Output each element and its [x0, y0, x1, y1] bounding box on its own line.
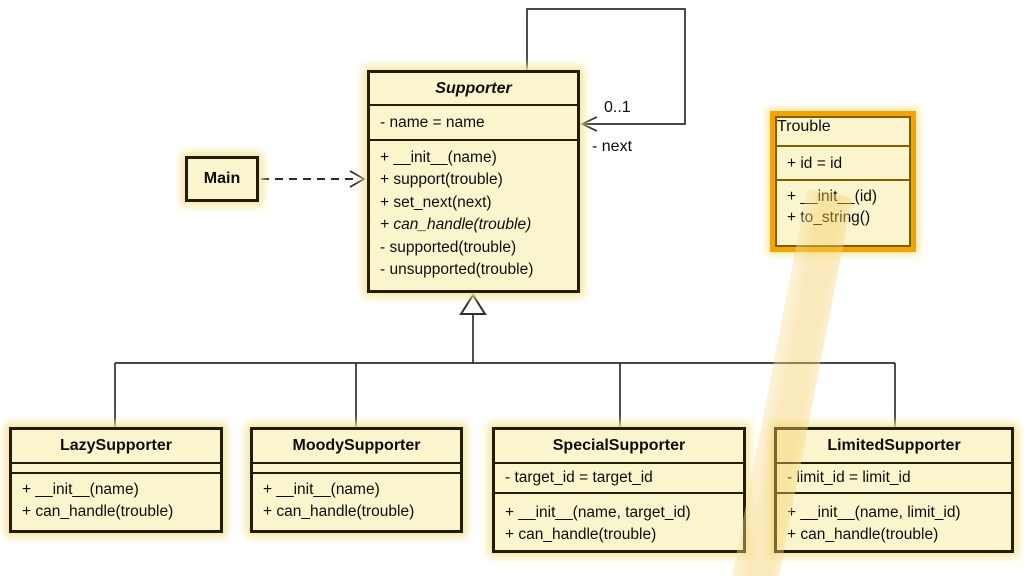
class-trouble-highlight-frame: Trouble + id = id + __init__(id) + to_st… — [770, 111, 916, 252]
inheritance-connector — [114, 293, 896, 427]
class-title: Supporter — [435, 79, 512, 97]
class-trouble: Trouble + id = id + __init__(id) + to_st… — [775, 116, 911, 247]
methods-section: + __init__(name) + can_handle(trouble) — [12, 472, 220, 523]
class-method: - unsupported(trouble) — [380, 261, 534, 279]
methods-section: + __init__(name, target_id) + can_handle… — [495, 492, 743, 546]
class-attribute: - name = name — [380, 114, 485, 131]
class-method: + __init__(name) — [22, 481, 139, 498]
class-specialsupporter: SpecialSupporter - target_id = target_id… — [492, 427, 746, 553]
class-method: + support(trouble) — [380, 171, 503, 189]
class-supporter: Supporter - name = name + __init__(name)… — [367, 70, 580, 293]
inheritance-triangle-icon — [459, 293, 487, 315]
methods-section: + __init__(name) + can_handle(trouble) — [253, 472, 460, 523]
class-title: Trouble — [777, 118, 831, 135]
class-method: + can_handle(trouble) — [505, 526, 657, 543]
class-lazysupporter: LazySupporter + __init__(name) + can_han… — [9, 427, 223, 533]
class-attribute: - limit_id = limit_id — [787, 469, 911, 486]
class-attribute: + id = id — [787, 155, 843, 172]
methods-section: + __init__(name, limit_id) + can_handle(… — [777, 492, 1011, 546]
attributes-section: - target_id = target_id — [495, 462, 743, 492]
class-title: LazySupporter — [59, 437, 172, 454]
attributes-section: - name = name — [370, 104, 577, 139]
self-association-connector — [526, 8, 686, 132]
class-moodysupporter: MoodySupporter + __init__(name) + can_ha… — [250, 427, 463, 533]
class-method: + to_string() — [787, 209, 871, 226]
class-method: - supported(trouble) — [380, 238, 517, 256]
open-arrowhead-icon — [349, 170, 366, 188]
class-method: + __init__(name, target_id) — [505, 504, 691, 521]
methods-section: + __init__(name) + support(trouble) + se… — [370, 139, 577, 281]
dependency-arrow-main-to-supporter — [261, 170, 366, 188]
class-attribute: - target_id = target_id — [505, 469, 653, 486]
class-method: + __init__(name) — [263, 481, 380, 498]
class-title: MoodySupporter — [292, 437, 421, 454]
attributes-section: + id = id — [777, 145, 909, 179]
class-method-abstract: + can_handle(trouble) — [380, 216, 532, 234]
class-method: + __init__(name, limit_id) — [787, 504, 961, 521]
class-main: Main — [185, 156, 259, 202]
class-method: + can_handle(trouble) — [22, 503, 174, 520]
class-method: + set_next(next) — [380, 193, 492, 211]
class-method: + can_handle(trouble) — [263, 503, 415, 520]
class-title: SpecialSupporter — [552, 437, 686, 454]
class-title: LimitedSupporter — [827, 437, 961, 454]
multiplicity-label: 0..1 — [604, 99, 631, 116]
class-limitedsupporter: LimitedSupporter - limit_id = limit_id +… — [774, 427, 1014, 553]
attributes-section-empty — [12, 462, 220, 472]
open-arrowhead-icon — [579, 116, 598, 132]
role-label: - next — [592, 138, 633, 155]
class-method: + __init__(name) — [380, 149, 497, 166]
class-method: + can_handle(trouble) — [787, 526, 939, 543]
attributes-section: - limit_id = limit_id — [777, 462, 1011, 492]
class-title: Main — [203, 170, 241, 187]
methods-section: + __init__(id) + to_string() — [777, 179, 909, 228]
attributes-section-empty — [253, 462, 460, 472]
class-method: + __init__(id) — [787, 188, 878, 205]
